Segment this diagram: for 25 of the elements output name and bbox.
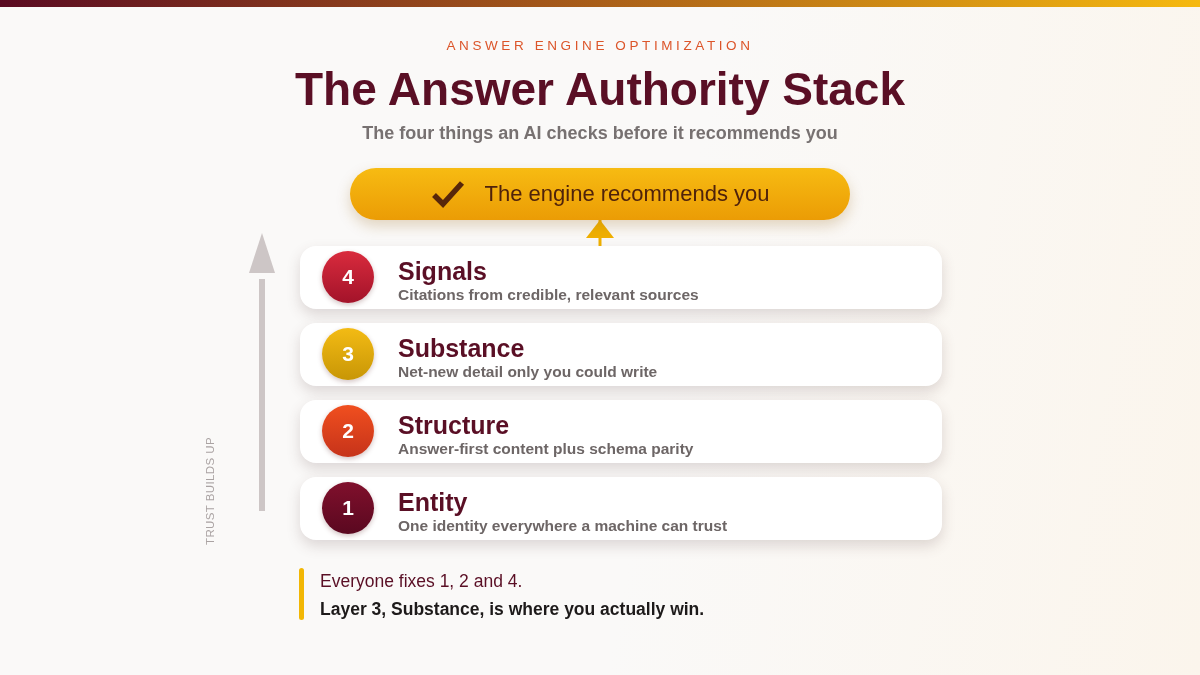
number-circle: 4 xyxy=(322,251,374,303)
number-circle: 2 xyxy=(322,405,374,457)
layer-card xyxy=(300,323,942,386)
layer-description: One identity everywhere a machine can trust xyxy=(398,517,728,535)
layer-description: Net-new detail only you could write xyxy=(398,363,658,381)
number-circle: 1 xyxy=(322,482,374,534)
eyebrow-label: ANSWER ENGINE OPTIMIZATION xyxy=(446,38,754,54)
layer-description: Citations from credible, relevant sources xyxy=(398,286,699,304)
layer-title: Structure xyxy=(398,411,510,439)
arrow xyxy=(586,220,614,246)
layer-title: Substance xyxy=(398,334,525,362)
layer-title: Entity xyxy=(398,488,468,516)
result-banner xyxy=(350,168,850,220)
layer-card xyxy=(300,477,942,540)
subtitle: The four things an AI checks before it recommends you xyxy=(362,122,838,144)
layer-description: Answer-first content plus schema parity xyxy=(398,440,694,458)
note-text: Layer 3, Substance, is where you actually win. xyxy=(320,598,705,620)
banner-text: The engine recommends you xyxy=(484,181,770,207)
number-circle: 3 xyxy=(322,328,374,380)
title: The Answer Authority Stack xyxy=(295,62,905,116)
layer-card xyxy=(300,246,942,309)
note-text: Everyone fixes 1, 2 and 4. xyxy=(320,570,523,592)
layer-card xyxy=(300,400,942,463)
layer-title: Signals xyxy=(398,257,487,285)
direction-label: TRUST BUILDS UP xyxy=(203,437,217,546)
